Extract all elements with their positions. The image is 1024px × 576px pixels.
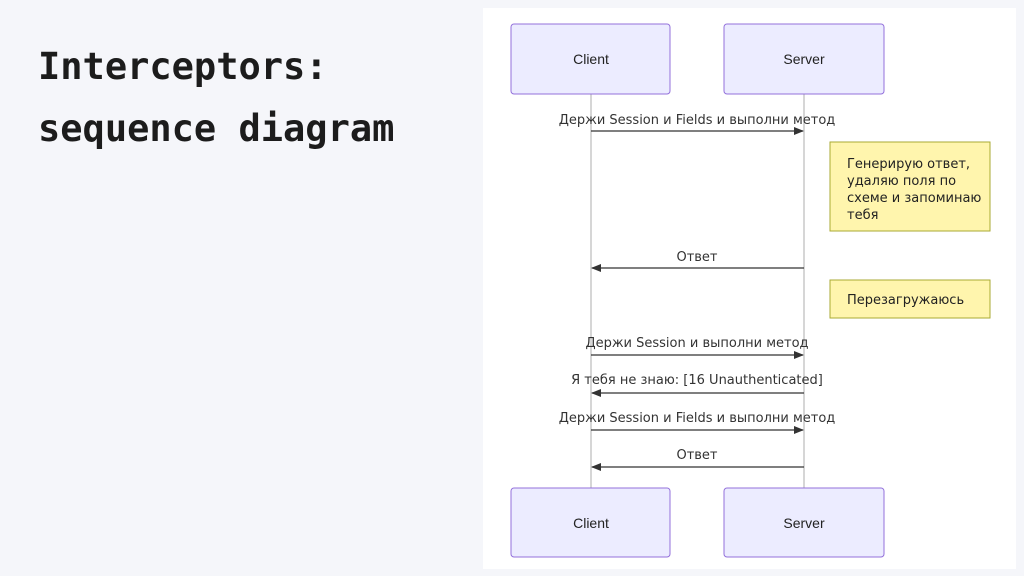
- slide-title: Interceptors: sequence diagram: [38, 36, 394, 160]
- actor-server-top: Server: [723, 23, 885, 95]
- message-label-3: Держи Session и выполни метод: [585, 336, 808, 351]
- message-label-4: Я тебя не знаю: [16 Unauthenticated]: [571, 373, 823, 388]
- note-1: Генерирую ответ, удаляю поля по схеме и …: [829, 141, 991, 232]
- note-1-line-2: удаляю поля по: [847, 174, 956, 189]
- sequence-diagram-panel: Client Server Держи Session и Fields и в…: [483, 8, 1016, 569]
- actor-client-bottom-label: Client: [573, 515, 609, 531]
- message-label-5: Держи Session и Fields и выполни метод: [559, 411, 836, 426]
- note-1-line-1: Генерирую ответ,: [847, 157, 970, 172]
- message-label-2: Ответ: [676, 250, 717, 265]
- actor-client-top-label: Client: [573, 51, 609, 67]
- message-label-1: Держи Session и Fields и выполни метод: [559, 113, 836, 128]
- note-2: Перезагружаюсь: [829, 279, 991, 319]
- actor-client-bottom: Client: [510, 487, 671, 558]
- actor-server-bottom: Server: [723, 487, 885, 558]
- note-2-line-1: Перезагружаюсь: [847, 293, 964, 308]
- note-1-line-3: схеме и запоминаю: [847, 191, 981, 206]
- slide-title-line-1: Interceptors:: [38, 45, 328, 88]
- sequence-diagram: Client Server Держи Session и Fields и в…: [510, 23, 991, 558]
- actor-client-top: Client: [510, 23, 671, 95]
- actor-server-bottom-label: Server: [783, 515, 825, 531]
- slide-title-line-2: sequence diagram: [38, 107, 395, 150]
- actor-server-top-label: Server: [783, 51, 825, 67]
- note-1-line-4: тебя: [847, 208, 878, 223]
- message-label-6: Ответ: [676, 448, 717, 463]
